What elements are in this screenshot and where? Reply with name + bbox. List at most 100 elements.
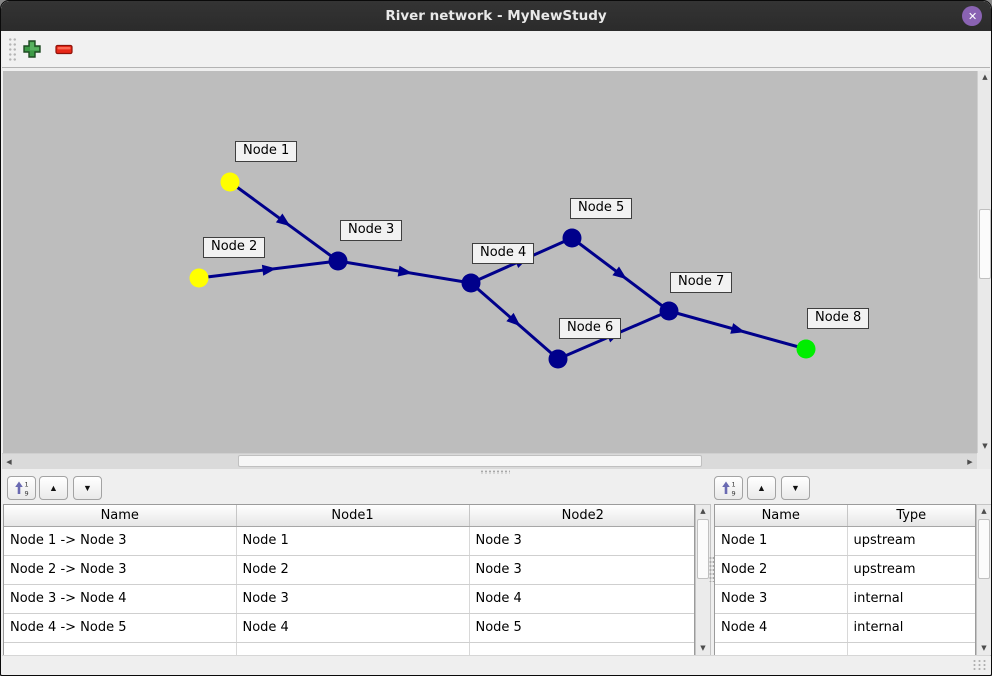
table-cell[interactable]: Node 2: [715, 555, 848, 585]
plus-icon: [23, 40, 41, 58]
table-cell[interactable]: Node 1: [715, 526, 848, 556]
nodes-move-down-button[interactable]: ▼: [781, 476, 810, 500]
title-bar[interactable]: River network - MyNewStudy ✕: [1, 1, 991, 31]
node-label[interactable]: Node 5: [570, 198, 633, 219]
scrollbar-corner: [977, 453, 991, 469]
column-header[interactable]: Node2: [469, 505, 694, 527]
scroll-down-icon[interactable]: ▼: [700, 644, 706, 652]
node-label[interactable]: Node 1: [235, 141, 298, 162]
network-node-internal[interactable]: [328, 251, 348, 271]
scroll-left-icon[interactable]: ◀: [6, 458, 12, 466]
table-cell[interactable]: upstream: [847, 555, 975, 585]
table-cell[interactable]: [847, 642, 975, 655]
table-cell[interactable]: Node 4: [715, 613, 848, 643]
network-node-internal[interactable]: [548, 349, 568, 369]
node-label[interactable]: Node 2: [203, 237, 266, 258]
table-cell[interactable]: Node 2: [236, 555, 470, 585]
table-cell[interactable]: Node 3: [469, 526, 694, 556]
table-cell[interactable]: [469, 642, 694, 655]
network-node-downstream[interactable]: [796, 339, 816, 359]
canvas-vertical-scrollbar[interactable]: ▲ ▼: [977, 71, 991, 453]
scroll-up-icon[interactable]: ▲: [982, 73, 988, 81]
edge-arrow-icon: [730, 323, 746, 334]
table-cell[interactable]: Node 4: [469, 584, 694, 614]
table-cell[interactable]: Node 3: [236, 584, 470, 614]
table-cell[interactable]: Node 2 -> Node 3: [4, 555, 237, 585]
scroll-down-icon[interactable]: ▼: [981, 644, 987, 652]
toolbar-grip-handle[interactable]: [8, 37, 17, 63]
network-node-upstream[interactable]: [189, 268, 209, 288]
window-title: River network - MyNewStudy: [385, 8, 607, 24]
column-header[interactable]: Name: [4, 505, 237, 527]
scroll-up-icon[interactable]: ▲: [981, 507, 987, 515]
table-cell[interactable]: Node 4 -> Node 5: [4, 613, 237, 643]
network-node-internal[interactable]: [562, 228, 582, 248]
table-cell[interactable]: Node 3: [715, 584, 848, 614]
branches-move-up-button[interactable]: ▲: [39, 476, 68, 500]
nodes-table-scrollbar[interactable]: ▲ ▼: [976, 504, 991, 656]
main-toolbar: [2, 31, 990, 68]
nodes-move-up-button[interactable]: ▲: [747, 476, 776, 500]
table-cell[interactable]: internal: [847, 613, 975, 643]
table-cell[interactable]: [236, 642, 470, 655]
branches-sort-button[interactable]: 1 9: [7, 476, 36, 500]
table-cell[interactable]: internal: [847, 584, 975, 614]
scroll-right-icon[interactable]: ▶: [967, 458, 973, 466]
edge-arrow-icon: [261, 264, 277, 276]
column-header[interactable]: Name: [715, 505, 848, 527]
branches-move-down-button[interactable]: ▼: [73, 476, 102, 500]
table-cell[interactable]: Node 5: [469, 613, 694, 643]
table-cell[interactable]: [715, 642, 848, 655]
network-node-internal[interactable]: [659, 301, 679, 321]
table-splitter-grip[interactable]: [709, 556, 714, 582]
remove-button[interactable]: [53, 39, 75, 61]
table-cell[interactable]: upstream: [847, 526, 975, 556]
resize-grip-icon[interactable]: [972, 659, 986, 671]
column-header[interactable]: Node1: [236, 505, 470, 527]
edge-arrow-icon: [397, 265, 413, 277]
table-scroll-thumb[interactable]: [978, 519, 990, 579]
canvas-horizontal-scrollbar[interactable]: ◀ ▶: [2, 453, 977, 469]
table-row[interactable]: [715, 642, 975, 655]
horizontal-scroll-thumb[interactable]: [238, 455, 702, 467]
svg-text:9: 9: [732, 489, 736, 497]
table-cell[interactable]: Node 3 -> Node 4: [4, 584, 237, 614]
scroll-down-icon[interactable]: ▼: [982, 442, 988, 450]
table-cell[interactable]: [4, 642, 237, 655]
status-bar: [2, 655, 990, 674]
table-cell[interactable]: Node 3: [469, 555, 694, 585]
network-canvas[interactable]: Node 1 Node 2 Node 3 Node 4 Node 5 Node 6 Node…: [3, 71, 977, 453]
table-cell[interactable]: Node 1: [236, 526, 470, 556]
node-label[interactable]: Node 3: [340, 220, 403, 241]
network-node-upstream[interactable]: [220, 172, 240, 192]
node-label[interactable]: Node 4: [472, 243, 535, 264]
down-triangle-icon: ▼: [83, 483, 92, 493]
sort-icon: 1 9: [15, 480, 29, 497]
network-node-internal[interactable]: [461, 273, 481, 293]
table-scroll-thumb[interactable]: [697, 519, 709, 579]
table-cell[interactable]: Node 1 -> Node 3: [4, 526, 237, 556]
branches-table-scrollbar[interactable]: ▲ ▼: [695, 504, 711, 656]
node-label[interactable]: Node 6: [559, 318, 622, 339]
pane-splitter[interactable]: [2, 469, 991, 475]
column-header[interactable]: Type: [847, 505, 975, 527]
nodes-sort-button[interactable]: 1 9: [714, 476, 743, 500]
table-cell[interactable]: Node 4: [236, 613, 470, 643]
vertical-scroll-thumb[interactable]: [979, 209, 991, 279]
table-row[interactable]: [4, 642, 694, 655]
close-button[interactable]: ✕: [962, 6, 982, 26]
add-button[interactable]: [21, 39, 43, 61]
node-label[interactable]: Node 8: [807, 308, 870, 329]
scroll-up-icon[interactable]: ▲: [700, 507, 706, 515]
down-triangle-icon: ▼: [791, 483, 800, 493]
node-label[interactable]: Node 7: [670, 272, 733, 293]
